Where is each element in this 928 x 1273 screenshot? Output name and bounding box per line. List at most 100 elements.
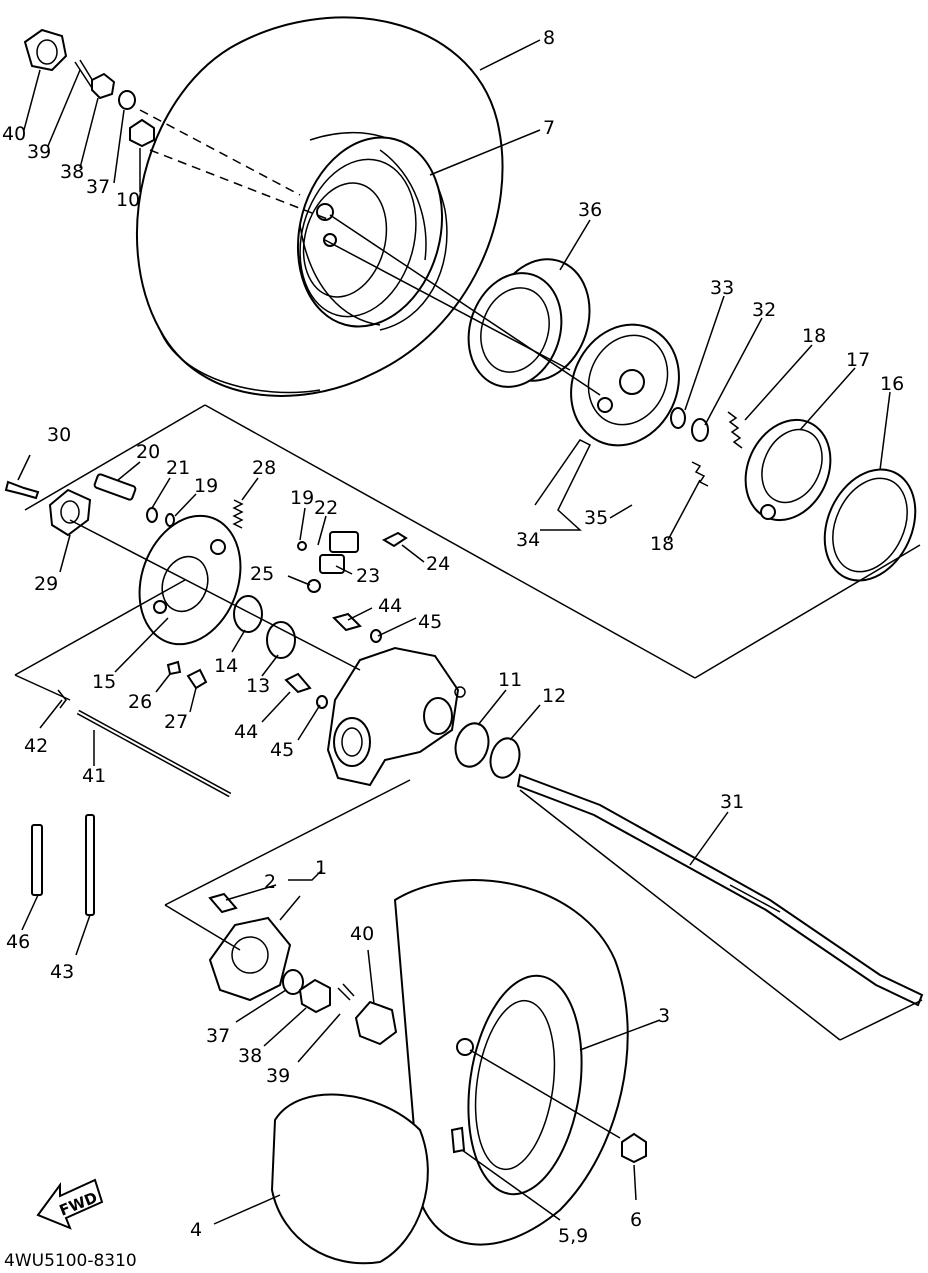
callout-17: 17	[846, 349, 870, 371]
callout-20: 20	[136, 441, 160, 463]
circlip	[691, 418, 709, 442]
callout-19-right: 19	[290, 487, 314, 509]
callout-44-upper: 44	[378, 595, 402, 617]
callout-29: 29	[34, 573, 58, 595]
callout-37-bottom: 37	[206, 1025, 230, 1047]
hub-bolt	[93, 473, 137, 501]
hub-cap-nut	[23, 28, 68, 72]
callout-12: 12	[542, 685, 566, 707]
callout-14: 14	[214, 655, 238, 677]
valve-stem	[450, 1126, 466, 1154]
spring-28	[232, 499, 244, 529]
bracket-23	[319, 554, 345, 574]
brake-cam-29	[48, 488, 92, 537]
callout-26: 26	[128, 691, 152, 713]
rear-axle-shaft	[516, 773, 924, 1007]
callout-10: 10	[116, 189, 140, 211]
diagram-code: 4WU5100-8310	[4, 1251, 137, 1271]
callout-34: 34	[516, 529, 540, 551]
callout-46: 46	[6, 931, 30, 953]
callout-numbers: 8 7 36 33 32 18 17 16 40 39 38 37 10 30 …	[2, 27, 904, 1247]
callout-45-upper: 45	[418, 611, 442, 633]
callout-31: 31	[720, 791, 744, 813]
o-ring-19	[165, 513, 175, 527]
callout-27: 27	[164, 711, 188, 733]
callout-38-top: 38	[60, 161, 84, 183]
callout-1: 1	[315, 857, 327, 879]
callout-24: 24	[426, 553, 450, 575]
bolt-24	[381, 531, 408, 548]
callout-43: 43	[50, 961, 74, 983]
bearing-11	[454, 722, 490, 768]
brake-drum	[570, 323, 680, 447]
rear-wheel-rim-bottom	[456, 974, 583, 1196]
callout-33: 33	[710, 277, 734, 299]
brake-drum-cover	[467, 258, 591, 388]
oil-seal-12	[489, 737, 521, 779]
camshaft-lever-22	[329, 531, 359, 553]
callout-8: 8	[543, 27, 555, 49]
wheel-hub-1	[208, 916, 292, 1002]
hub-cap-nut-bottom	[354, 1000, 398, 1046]
bolt-2	[208, 892, 238, 914]
callout-22: 22	[314, 497, 338, 519]
callout-32: 32	[752, 299, 776, 321]
brake-shoe-set	[744, 418, 832, 522]
callout-39-bottom: 39	[266, 1065, 290, 1087]
callout-18-lower: 18	[650, 533, 674, 555]
cotter-pin-bottom	[337, 983, 355, 1001]
clip-26	[166, 660, 182, 676]
callout-28: 28	[252, 457, 276, 479]
callout-45-lower: 45	[270, 739, 294, 761]
brake-shoe-spring-lower	[691, 461, 709, 487]
brake-seal-ring	[823, 468, 917, 582]
bolt-30	[4, 480, 40, 500]
callout-13: 13	[246, 675, 270, 697]
callout-40-bottom: 40	[350, 923, 374, 945]
oil-seal-14	[233, 595, 263, 633]
plate-washer-top	[118, 90, 136, 110]
callout-16: 16	[880, 373, 904, 395]
callout-6: 6	[630, 1209, 642, 1231]
callout-2: 2	[264, 871, 276, 893]
callout-30: 30	[47, 424, 71, 446]
callout-5-9: 5,9	[558, 1225, 588, 1247]
nut-25	[307, 579, 321, 593]
cable-strap-43	[85, 814, 95, 916]
washer-45-upper	[370, 629, 382, 643]
bearing-13	[266, 621, 296, 659]
callout-23: 23	[356, 565, 380, 587]
callout-39-top: 39	[27, 141, 51, 163]
brake-panel	[138, 514, 242, 646]
clip-42	[57, 689, 67, 709]
callout-21: 21	[166, 457, 190, 479]
bolt-44-upper	[332, 612, 362, 632]
bolt-27	[186, 668, 208, 690]
callout-11: 11	[498, 669, 522, 691]
callout-25: 25	[250, 563, 274, 585]
castle-nut-bottom	[298, 978, 331, 1014]
wheel-nut-bottom	[621, 1132, 647, 1164]
callout-35: 35	[584, 507, 608, 529]
washer-21	[146, 507, 158, 523]
callout-15: 15	[92, 671, 116, 693]
forward-direction-arrow: FWD	[36, 1178, 104, 1230]
callout-18-upper: 18	[802, 325, 826, 347]
callout-38-bottom: 38	[238, 1045, 262, 1067]
brake-shoe-spring-upper	[727, 411, 743, 449]
leader-lines	[17, 39, 891, 1225]
callout-4: 4	[190, 1219, 202, 1241]
callout-3: 3	[658, 1005, 670, 1027]
callout-19-left: 19	[194, 475, 218, 497]
callout-42: 42	[24, 735, 48, 757]
bolt-44-lower	[284, 672, 312, 694]
cable-strap-46	[31, 824, 43, 896]
callout-7: 7	[543, 117, 555, 139]
callout-36: 36	[578, 199, 602, 221]
axle-housing	[326, 646, 466, 787]
wheel-nut-top	[129, 118, 155, 148]
o-ring-19b	[297, 541, 307, 551]
callout-37-top: 37	[86, 176, 110, 198]
castle-nut-top	[91, 72, 116, 100]
callout-44-lower: 44	[234, 721, 258, 743]
